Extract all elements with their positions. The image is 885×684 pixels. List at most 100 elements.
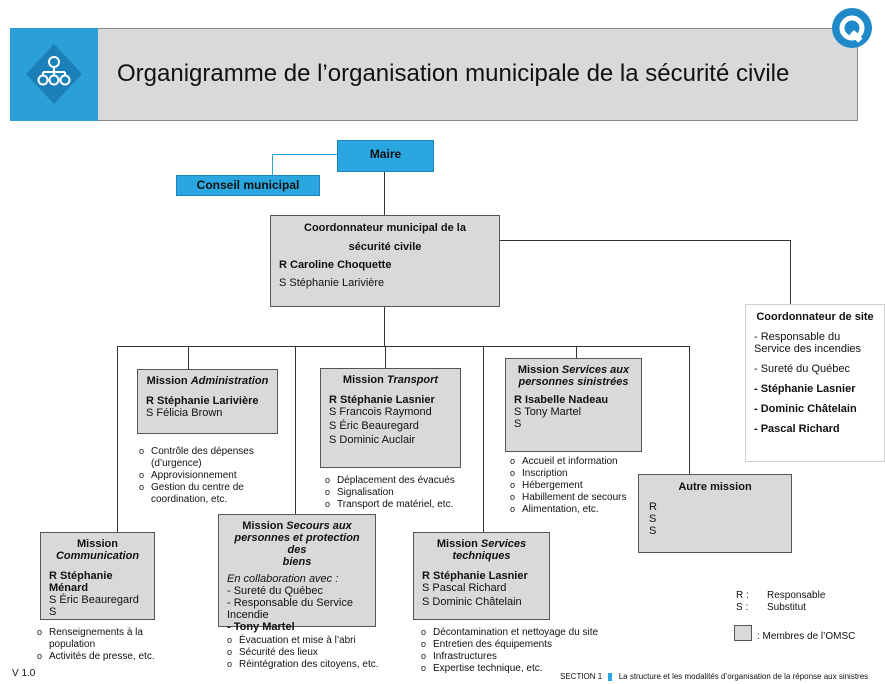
communication-responsable: R Stéphanie Ménard — [49, 570, 113, 594]
techniques-responsable: R Stéphanie Lasnier — [422, 570, 528, 582]
techniques-substitut: S Dominic Châtelain — [422, 596, 522, 608]
task-item: Expertise technique, etc. — [421, 662, 621, 675]
org-chart-icon — [26, 44, 82, 104]
connector — [384, 307, 385, 347]
mission-name: personnes et protection des — [234, 532, 360, 556]
autre-line: R — [649, 501, 657, 513]
mission-name: Administration — [190, 375, 269, 387]
task-item: Inscription — [510, 467, 650, 480]
mission-name: Services aux — [561, 364, 630, 376]
site-item: - Responsable du Service des incendies — [754, 331, 862, 355]
transport-substitut: S Dominic Auclair — [329, 434, 416, 446]
sinistres-substitut: S — [514, 418, 522, 430]
task-item: Évacuation et mise à l’abri — [227, 634, 387, 647]
mission-administration-box: Mission Administration R Stéphanie Lariv… — [137, 369, 278, 434]
section-text: La structure et les modalités d’organisa… — [618, 672, 869, 681]
site-item: - Pascal Richard — [754, 423, 840, 435]
section-label: SECTION 1 — [560, 672, 603, 681]
site-box: Coordonnateur de site - Responsable du S… — [745, 304, 885, 462]
task-item: Infrastructures — [421, 650, 621, 663]
communication-tasks: Renseignements à la population Activités… — [37, 626, 187, 663]
conseil-box: Conseil municipal — [176, 175, 320, 196]
legend-s-key: S : — [736, 602, 749, 613]
techniques-substitut: S Pascal Richard — [422, 582, 507, 594]
maire-box: Maire — [337, 140, 434, 172]
mission-name: Services — [480, 538, 527, 550]
connector — [689, 346, 690, 474]
org-logo — [10, 28, 98, 121]
legend-omsc-label: : Membres de l’OMSC — [757, 631, 856, 642]
connector — [117, 346, 689, 347]
sinistres-substitut: S Tony Martel — [514, 406, 582, 418]
task-item: Contrôle des dépenses (d’urgence) — [139, 445, 279, 470]
site-item: - Sureté du Québec — [754, 363, 851, 375]
mission-prefix: Mission — [517, 364, 562, 376]
mission-name: techniques — [452, 550, 511, 562]
communication-substitut: S Éric Beauregard — [49, 594, 139, 606]
coordonnateur-substitut: S Stéphanie Larivière — [279, 277, 385, 289]
autre-mission-box: Autre mission R S S — [638, 474, 792, 553]
legend-s-value: Substitut — [767, 602, 806, 613]
task-item: Réintégration des citoyens, etc. — [227, 658, 387, 671]
connector — [117, 346, 118, 532]
task-item: Signalisation — [325, 486, 475, 499]
connector — [295, 346, 296, 514]
connector — [188, 346, 189, 370]
administration-tasks: Contrôle des dépenses (d’urgence) Approv… — [139, 445, 279, 506]
mission-name: Secours aux — [286, 520, 352, 532]
administration-substitut: S Félicia Brown — [146, 407, 223, 419]
maire-label: Maire — [369, 147, 402, 161]
sinistres-tasks: Accueil et information Inscription Héber… — [510, 455, 650, 516]
transport-tasks: Déplacement des évacués Signalisation Tr… — [325, 474, 475, 511]
coordonnateur-title-1: Coordonnateur municipal de la — [304, 222, 466, 234]
autre-line: S — [649, 525, 657, 537]
mission-prefix: Mission — [146, 375, 191, 387]
task-item: Gestion du centre de coordination, etc. — [139, 481, 279, 506]
secours-item: - Responsable du Service Incendie — [227, 597, 353, 621]
mission-name: Communication — [55, 550, 140, 562]
task-item: Sécurité des lieux — [227, 646, 387, 659]
task-item: Renseignements à la population — [37, 626, 187, 651]
task-item: Accueil et information — [510, 455, 650, 468]
connector — [272, 154, 273, 176]
mission-name: biens — [282, 556, 312, 568]
site-title: Coordonnateur de site — [756, 311, 874, 323]
task-item: Déplacement des évacués — [325, 474, 475, 487]
mission-transport-box: Mission Transport R Stéphanie Lasnier S … — [320, 368, 461, 468]
wrench-icon[interactable] — [832, 8, 872, 48]
conseil-label: Conseil municipal — [196, 178, 300, 192]
legend-omsc-swatch — [734, 625, 752, 641]
communication-substitut: S — [49, 606, 57, 618]
page-title: Organigramme de l’organisation municipal… — [117, 60, 790, 87]
task-item: Alimentation, etc. — [510, 503, 650, 516]
mission-communication-box: Mission Communication R Stéphanie Ménard… — [40, 532, 155, 620]
transport-substitut: S Francois Raymond — [329, 406, 432, 418]
task-item: Entretien des équipements — [421, 638, 621, 651]
section-footer: SECTION 1 La structure et les modalités … — [560, 672, 868, 681]
connector — [790, 240, 791, 304]
task-item: Activités de presse, etc. — [37, 650, 187, 663]
mission-prefix: Mission — [436, 538, 481, 550]
task-item: Transport de matériel, etc. — [325, 498, 475, 511]
connector — [272, 154, 338, 155]
legend-r-key: R : — [736, 590, 749, 601]
connector — [500, 240, 790, 241]
task-item: Décontamination et nettoyage du site — [421, 626, 621, 639]
transport-responsable: R Stéphanie Lasnier — [329, 394, 435, 406]
autre-line: S — [649, 513, 657, 525]
secours-item: - Sureté du Québec — [227, 585, 324, 597]
site-item: - Dominic Châtelain — [754, 403, 857, 415]
mission-prefix: Mission — [242, 520, 287, 532]
header-banner — [10, 28, 858, 121]
task-item: Hébergement — [510, 479, 650, 492]
section-marker — [608, 672, 613, 681]
connector — [384, 172, 385, 217]
sinistres-responsable: R Isabelle Nadeau — [514, 394, 609, 406]
coordonnateur-title-2: sécurité civile — [348, 241, 422, 253]
mission-techniques-box: Mission Services techniques R Stéphanie … — [413, 532, 550, 620]
task-item: Approvisionnement — [139, 469, 279, 482]
secours-tasks: Évacuation et mise à l’abri Sécurité des… — [227, 634, 387, 671]
task-item: Habillement de secours — [510, 491, 650, 504]
mission-prefix: Mission — [342, 374, 387, 386]
mission-prefix: Mission — [77, 538, 118, 550]
